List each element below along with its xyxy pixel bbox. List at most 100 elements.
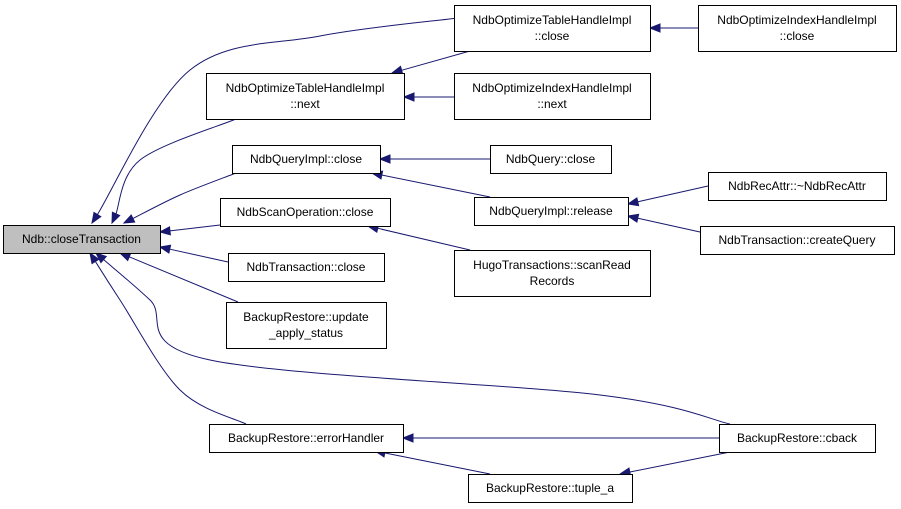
node-queryImplRelease[interactable]: NdbQueryImpl::release — [474, 197, 629, 226]
node-label: BackupRestore::errorHandler — [228, 431, 384, 445]
edge-line — [168, 248, 229, 263]
node-optTableNext[interactable]: NdbOptimizeTableHandleImpl::next — [206, 73, 405, 120]
edge-optIndexNext-to-optTableNext — [402, 92, 454, 102]
edge-line — [131, 172, 237, 220]
edge-transClose-to-root — [158, 244, 229, 263]
edge-optTableClose-to-optTableNext — [390, 50, 471, 75]
node-box — [490, 145, 612, 174]
edge-line — [96, 17, 459, 216]
node-cback[interactable]: BackupRestore::cback — [719, 424, 876, 453]
node-box — [474, 197, 629, 226]
edge-queryImplRelease-to-queryImplClose — [370, 170, 491, 198]
node-label: ::close — [535, 29, 570, 43]
node-optIndexClose[interactable]: NdbOptimizeIndexHandleImpl::close — [698, 5, 897, 52]
edge-queryClose-to-queryImplClose — [378, 154, 490, 164]
node-label: _apply_status — [268, 326, 343, 340]
node-box — [708, 172, 887, 201]
node-label: HugoTransactions::scanRead — [473, 258, 631, 272]
arrowhead-icon — [401, 433, 414, 443]
node-box — [228, 253, 385, 282]
arrowhead-icon — [158, 226, 171, 236]
edge-line — [168, 224, 221, 232]
node-box — [232, 145, 381, 174]
edge-cback-to-root — [94, 252, 731, 425]
edge-line — [102, 258, 731, 425]
node-box — [3, 225, 161, 254]
node-box — [468, 474, 633, 503]
node-label: NdbQueryImpl::release — [489, 204, 613, 218]
node-scanOpClose[interactable]: NdbScanOperation::close — [220, 198, 391, 227]
node-errorHandler[interactable]: BackupRestore::errorHandler — [209, 424, 404, 453]
graph-nodes: Ndb::closeTransaction NdbOptimizeTableHan… — [3, 5, 897, 503]
arrowhead-icon — [89, 251, 100, 265]
node-label: ::next — [537, 97, 567, 111]
node-box — [454, 250, 651, 297]
edge-line — [636, 217, 701, 233]
arrowhead-icon — [111, 211, 121, 225]
node-label: NdbOptimizeIndexHandleImpl — [472, 81, 631, 95]
edge-line — [628, 451, 731, 473]
node-tupleA[interactable]: BackupRestore::tuple_a — [468, 474, 633, 503]
node-label: BackupRestore::tuple_a — [486, 481, 614, 495]
edge-line — [94, 260, 247, 425]
node-optIndexNext[interactable]: NdbOptimizeIndexHandleImpl::next — [454, 73, 651, 120]
node-recAttr[interactable]: NdbRecAttr::~NdbRecAttr — [708, 172, 887, 201]
edge-line — [380, 174, 491, 198]
arrowhead-icon — [91, 211, 102, 225]
node-transClose[interactable]: NdbTransaction::close — [228, 253, 385, 282]
node-box — [719, 424, 876, 453]
edge-line — [400, 50, 471, 72]
edge-cback-to-tupleA — [618, 451, 731, 477]
edge-recAttr-to-queryImplRelease — [626, 185, 709, 207]
arrowhead-icon — [402, 92, 415, 102]
node-label: Records — [530, 274, 575, 288]
edge-line — [115, 118, 237, 215]
arrowhead-icon — [626, 197, 640, 207]
node-box — [698, 5, 897, 52]
edge-cback-to-errorHandler — [401, 433, 719, 443]
edge-optTableClose-to-root — [91, 17, 459, 225]
node-label: NdbOptimizeTableHandleImpl — [473, 13, 632, 27]
node-label: NdbOptimizeTableHandleImpl — [226, 81, 385, 95]
node-label: Ndb::closeTransaction — [22, 232, 141, 246]
edge-optTableNext-to-root — [111, 118, 237, 225]
node-label: ::close — [780, 29, 815, 43]
edge-queryImplClose-to-root — [122, 172, 237, 224]
node-box — [454, 73, 651, 120]
node-queryClose[interactable]: NdbQuery::close — [490, 145, 612, 174]
node-queryImplClose[interactable]: NdbQueryImpl::close — [232, 145, 381, 174]
node-box — [454, 5, 651, 52]
node-createQuery[interactable]: NdbTransaction::createQuery — [700, 226, 895, 255]
node-box — [226, 302, 387, 349]
edge-line — [128, 255, 239, 303]
arrowhead-icon — [626, 213, 640, 223]
node-updateApply[interactable]: BackupRestore::update_apply_status — [226, 302, 387, 349]
node-label: NdbRecAttr::~NdbRecAttr — [728, 179, 866, 193]
arrowhead-icon — [378, 154, 391, 164]
arrowhead-icon — [118, 252, 132, 262]
node-label: NdbQuery::close — [506, 152, 596, 166]
edge-optIndexClose-to-optTableClose — [648, 23, 698, 33]
edge-line — [383, 452, 491, 475]
edge-hugoScan-to-scanOpClose — [366, 223, 471, 251]
arrowhead-icon — [390, 65, 404, 75]
node-label: NdbTransaction::close — [247, 260, 366, 274]
node-box — [700, 226, 895, 255]
node-root: Ndb::closeTransaction — [3, 225, 161, 254]
edge-errorHandler-to-root — [89, 251, 247, 425]
arrowhead-icon — [122, 214, 136, 224]
edge-line — [636, 185, 709, 203]
edge-scanOpClose-to-root — [158, 224, 221, 236]
node-label: BackupRestore::cback — [737, 431, 858, 445]
arrowhead-icon — [648, 23, 661, 33]
edge-line — [376, 227, 471, 251]
node-box — [209, 424, 404, 453]
node-optTableClose[interactable]: NdbOptimizeTableHandleImpl::close — [454, 5, 651, 52]
arrowhead-icon — [94, 252, 108, 264]
node-label: NdbScanOperation::close — [237, 205, 374, 219]
node-label: BackupRestore::update — [243, 310, 369, 324]
node-label: NdbTransaction::createQuery — [719, 233, 876, 247]
node-label: NdbOptimizeIndexHandleImpl — [717, 13, 876, 27]
arrowhead-icon — [158, 244, 172, 254]
